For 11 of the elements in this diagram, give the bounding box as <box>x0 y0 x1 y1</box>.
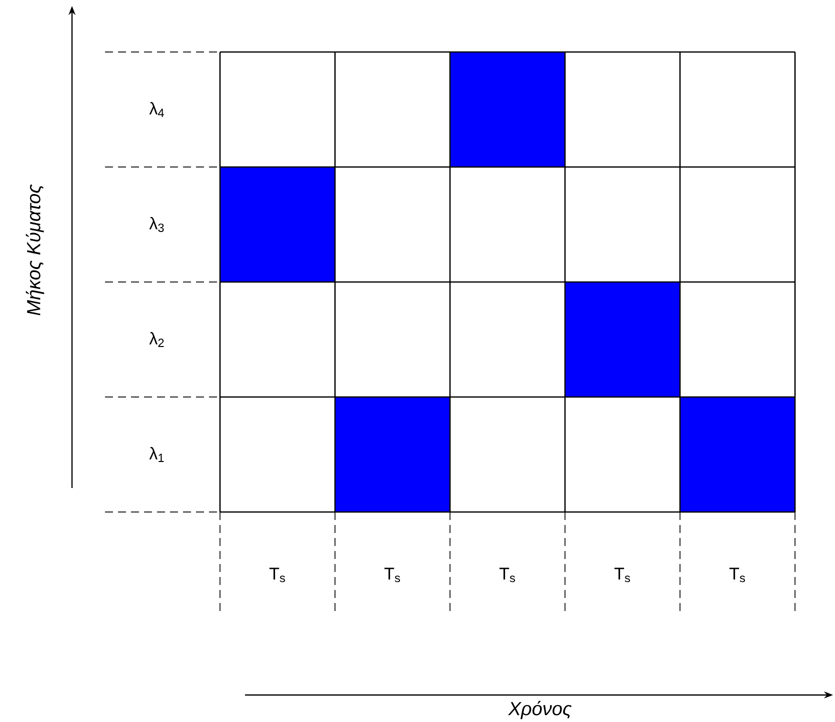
time-slot-label: T$_{s}$ <box>729 568 745 582</box>
axis-label: Μήκος Κύματος <box>26 184 44 316</box>
time-slot-label: T$_{s}$ <box>499 568 515 582</box>
wavelength-label: λ$_{1}$ <box>149 447 164 462</box>
time-slot-label: T$_{s}$ <box>269 568 285 582</box>
wavelength-label: λ$_{2}$ <box>149 332 164 347</box>
time-slot-label: T$_{s}$ <box>384 568 400 582</box>
time-slot-label: T$_{s}$ <box>614 568 630 582</box>
wavelength-label: λ$_{3}$ <box>149 216 164 232</box>
axis-label: Χρόνος <box>508 700 572 720</box>
wavelength-label: λ$_{4}$ <box>149 102 164 117</box>
